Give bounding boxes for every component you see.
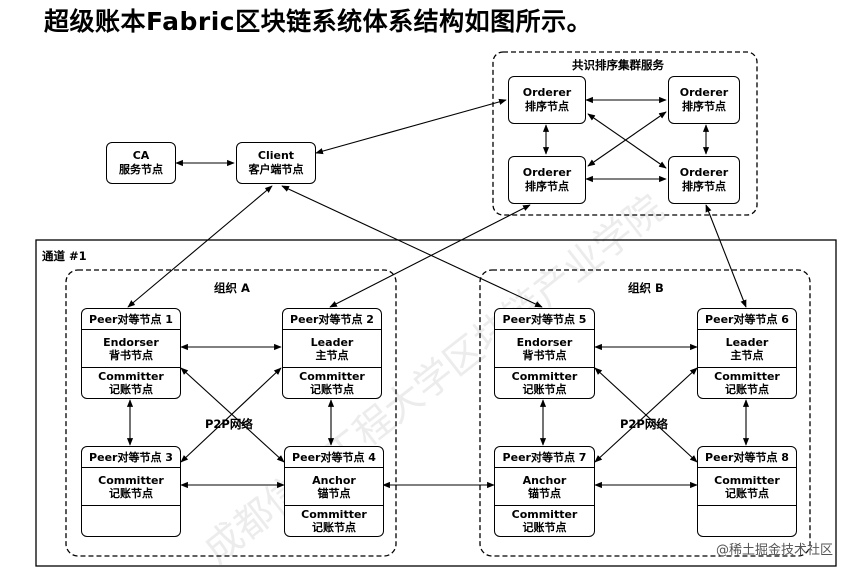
orderer-name: Orderer [522,86,572,99]
peer-role-cn: 记账节点 [725,486,769,500]
page-title: 超级账本Fabric区块链系统体系结构如图所示。 [44,7,593,36]
peer-header: Peer对等节点 7 [502,450,587,464]
peer-role-cn: 主节点 [315,348,349,362]
peer-role: Leader [310,335,354,349]
peer-sub: Committer [714,370,780,383]
peer-role: Leader [725,335,769,349]
peer-sub-cn: 记账节点 [310,383,354,396]
client-node: Client 客户端节点 [236,142,316,184]
peer-header: Peer对等节点 4 [292,450,376,464]
peer-empty-section [698,505,796,536]
peer-role: Endorser [103,335,159,349]
ca-desc: 服务节点 [119,163,163,176]
peer-sub-cn: 记账节点 [109,383,153,396]
source-credit: @稀土掘金技术社区 [715,543,833,558]
p2p-label-a: P2P网络 [205,417,253,431]
peer-empty-section [82,505,180,536]
peer-role: Anchor [522,473,567,487]
peer-sub-cn: 记账节点 [522,521,567,534]
arrow-client-peer1 [127,185,273,308]
peer-role: Committer [98,473,164,487]
arrow-orderer-peer2 [329,204,531,308]
arrow-peer3-peer2 [180,367,282,463]
ca-node: CA 服务节点 [106,142,176,184]
peer-sub: Committer [301,508,367,521]
peer-sub-cn: 记账节点 [312,521,356,534]
channel-label: 通道 #1 [42,249,87,263]
peer-sub: Committer [511,508,578,521]
arrow-o3-o2 [587,111,667,167]
peer-role: Committer [714,473,780,487]
peer-role-cn: 锚节点 [528,486,561,500]
orderer-node-2: Orderer 排序节点 [668,76,740,124]
peer-header: Peer对等节点 1 [89,312,173,326]
orderer-desc: 排序节点 [525,100,569,113]
org-b-box [479,269,811,557]
org-b-label: 组织 B [628,281,664,295]
arrow-peer7-peer6 [594,367,698,463]
peer-role-cn: 锚节点 [317,486,351,500]
orderer-node-3: Orderer 排序节点 [508,156,586,204]
peer-sub-cn: 记账节点 [522,383,567,396]
peer-header: Peer对等节点 5 [502,312,587,326]
peer-role-cn: 背书节点 [109,348,153,362]
peer-sub: Committer [98,370,164,383]
peer-role: Anchor [312,473,356,487]
orderer-node-1: Orderer 排序节点 [508,76,586,124]
peer-role: Endorser [516,335,573,349]
ca-name: CA [132,149,150,162]
peer-role-cn: 记账节点 [109,486,153,500]
orderer-desc: 排序节点 [682,100,726,113]
arrow-client-peer5 [281,185,543,308]
peer-header: Peer对等节点 6 [705,312,789,326]
org-a-label: 组织 A [214,281,250,295]
peer-header: Peer对等节点 2 [290,312,374,326]
consensus-label: 共识排序集群服务 [572,58,664,72]
consensus-cluster-box [492,51,758,216]
orderer-desc: 排序节点 [682,180,726,193]
arrow-o1-o4 [587,113,667,169]
arrow-client-orderer [315,98,507,155]
peer-sub: Committer [299,370,365,383]
peer-role-cn: 背书节点 [522,348,567,362]
client-desc: 客户端节点 [248,163,304,176]
peer-header: Peer对等节点 8 [705,450,789,464]
peer-role-cn: 主节点 [730,348,764,362]
orderer-desc: 排序节点 [525,180,569,193]
p2p-label-b: P2P网络 [620,417,668,431]
client-name: Client [257,149,295,162]
orderer-node-4: Orderer 排序节点 [668,156,740,204]
orderer-name: Orderer [522,166,572,179]
orderer-name: Orderer [679,86,729,99]
orderer-name: Orderer [679,166,729,179]
peer-sub-cn: 记账节点 [725,383,769,396]
peer-sub: Committer [511,370,578,383]
peer-header: Peer对等节点 3 [89,450,173,464]
arrow-orderer-peer6 [705,204,747,308]
